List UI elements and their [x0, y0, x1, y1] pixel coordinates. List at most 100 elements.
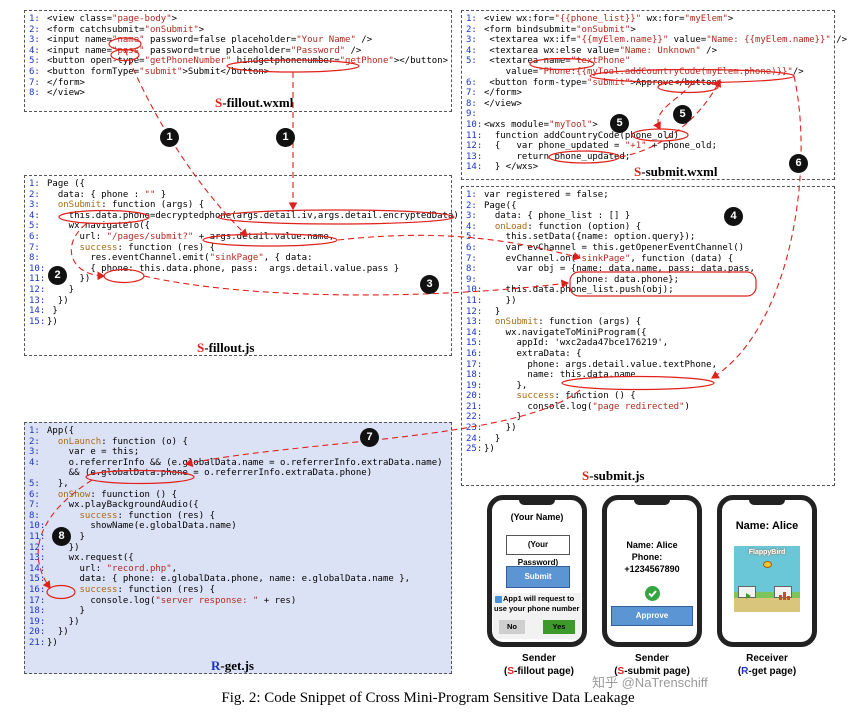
line-number: 11: — [29, 531, 46, 542]
code-token: onLaunch — [57, 436, 102, 447]
code-token: "myElem" — [684, 14, 728, 24]
step-badge-1: 1 — [160, 128, 179, 147]
app-icon — [495, 596, 502, 603]
step-badge-5: 5 — [610, 114, 629, 133]
submit-wxml-code: 1:<view wx:for="{{phone_list}}" wx:for="… — [466, 14, 848, 173]
code-token: success — [79, 242, 118, 253]
receiver-name-line: Name: Alice — [735, 520, 799, 532]
line-number: 11: — [466, 130, 483, 141]
code-token: "name" — [112, 35, 145, 46]
line-number: 7: — [29, 77, 40, 88]
submit-button[interactable]: Submit — [506, 566, 570, 588]
code-token: "sinkPage" — [576, 253, 631, 264]
line-number: 19: — [466, 380, 483, 391]
step-badge-1: 1 — [276, 128, 295, 147]
submit-phone-value: +1234567890 — [624, 564, 680, 574]
code-token: "sinkPage" — [209, 253, 264, 264]
line-number: 7: — [29, 242, 40, 253]
line-number: 7: — [29, 500, 40, 511]
phone-fillout: (Your Name) (Your Password) Submit App1 … — [487, 495, 587, 647]
line-number: 21: — [29, 637, 46, 648]
line-number: 1: — [466, 190, 477, 200]
line-number: 19: — [29, 616, 46, 627]
line-number: 2: — [29, 189, 40, 200]
code-token: "Phone:{{myTool.addCountryCode(myElem.ph… — [538, 66, 793, 77]
submit-js-panel: 1:var registered = false; 2:Page({ 3: da… — [461, 186, 835, 486]
r-get-js-panel: 1:App({ 2: onLaunch: function (o) { 3: v… — [24, 422, 452, 674]
line-number: 8: — [466, 98, 477, 109]
line-number: 6: — [29, 231, 40, 242]
password-field[interactable]: (Your Password) — [506, 535, 570, 567]
line-number: 13: — [29, 295, 46, 306]
fillout-role: Sender — [522, 653, 556, 664]
fillout-js-panel: 1:Page ({ 2: data: { phone : "" } 3: onS… — [24, 175, 459, 356]
approve-button[interactable]: Approve — [611, 606, 693, 626]
line-number: 11: — [29, 274, 46, 285]
phone-notch — [634, 500, 670, 505]
line-number: 2: — [29, 24, 40, 35]
line-number: 3: — [466, 211, 477, 222]
line-number: 5: — [466, 56, 477, 67]
phone-notch — [749, 500, 785, 505]
line-number: 13: — [29, 553, 46, 564]
code-token: "getPhoneNumber" — [144, 56, 232, 67]
line-number: 24: — [466, 433, 483, 444]
line-number: 5: — [29, 478, 40, 489]
step-badge-3: 3 — [420, 275, 439, 294]
no-button[interactable]: No — [499, 620, 525, 634]
line-number: 10: — [29, 521, 46, 532]
permission-text-line1: App1 will request to — [503, 594, 575, 603]
watermark: 知乎 @NaTrenschiff — [592, 675, 708, 690]
line-number: 20: — [466, 391, 483, 402]
line-number: 5: — [29, 221, 40, 232]
code-token: "Password" — [290, 45, 346, 56]
ground — [734, 598, 800, 612]
line-number: 14: — [29, 563, 46, 574]
play-icon[interactable] — [738, 586, 756, 599]
step-badge-6: 6 — [789, 154, 808, 173]
bird-icon — [763, 561, 772, 568]
leaderboard-icon[interactable] — [774, 586, 792, 600]
line-number: 16: — [466, 348, 483, 359]
fillout-wxml-title: S-fillout.wxml — [215, 95, 294, 110]
step-badge-4: 4 — [724, 207, 743, 226]
line-number: 14: — [29, 306, 46, 317]
line-number: 16: — [29, 584, 46, 595]
code-token: onSubmit — [57, 200, 102, 211]
code-token: "onSubmit" — [144, 24, 199, 35]
line-number: 8: — [466, 264, 477, 275]
code-token: "+1" — [624, 141, 647, 152]
code-token: "/pages/submit?" — [106, 231, 194, 242]
line-number: 3: — [466, 35, 477, 46]
line-number: 21: — [466, 401, 483, 412]
line-number: 8: — [29, 88, 40, 99]
line-number: 3: — [29, 447, 40, 458]
line-number: 13: — [466, 151, 483, 162]
step-badge-7: 7 — [360, 428, 379, 447]
line-number: 10: — [466, 119, 483, 130]
code-token: success — [79, 510, 118, 521]
permission-dialog: App1 will request to use your phone numb… — [493, 593, 581, 639]
fillout-wxml-code: 1:<view class="page-body"> 2:<form catch… — [29, 14, 448, 99]
fillout-js-code: 1:Page ({ 2: data: { phone : "" } 3: onS… — [29, 179, 459, 327]
fillout-js-title: S-fillout.js — [197, 340, 255, 355]
submit-phone-label: Phone: — [631, 552, 663, 562]
phone-receiver: Name: Alice FlappyBird — [717, 495, 817, 647]
line-number: 14: — [466, 162, 483, 173]
line-number: 10: — [29, 263, 46, 274]
flappy-bird-game[interactable]: FlappyBird — [734, 546, 800, 612]
step-badge-8: 8 — [52, 527, 71, 546]
phone-submit: Name: Alice Phone: +1234567890 Approve — [602, 495, 702, 647]
yes-button[interactable]: Yes — [543, 620, 575, 634]
code-token: onSubmit — [494, 317, 539, 328]
line-number: 6: — [466, 77, 477, 88]
fillout-page-label: (S-fillout page) — [503, 666, 574, 677]
code-token: "" — [144, 189, 156, 200]
code-token: "page-body" — [112, 14, 172, 24]
line-number: 6: — [29, 489, 40, 500]
figure-caption: Fig. 2: Code Snippet of Cross Mini-Progr… — [221, 690, 635, 706]
name-field[interactable]: (Your Name) — [510, 512, 564, 522]
submit-js-code: 1:var registered = false; 2:Page({ 3: da… — [466, 190, 755, 455]
line-number: 1: — [466, 14, 477, 24]
line-number: 2: — [466, 24, 477, 35]
